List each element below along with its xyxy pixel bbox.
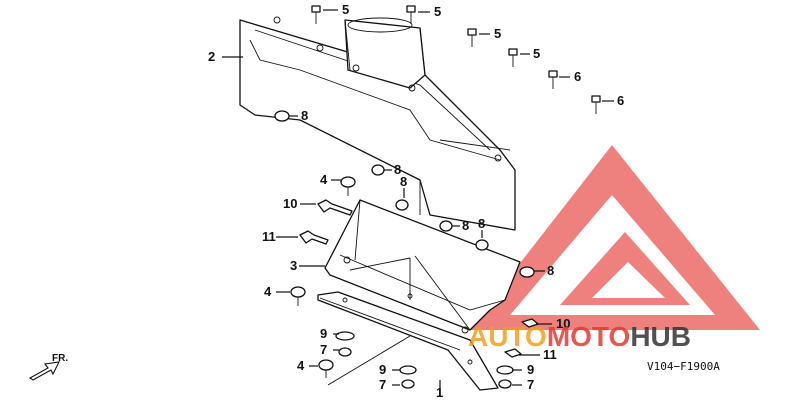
callout-4a: 4 (320, 172, 328, 187)
callout-8f: 8 (547, 263, 554, 278)
part-1-trim (317, 291, 499, 391)
callout-7b: 7 (379, 377, 386, 392)
callout-labels: 5 5 5 5 2 6 6 8 8 8 4 10 8 8 11 3 8 4 10… (208, 2, 624, 400)
callout-6b: 6 (617, 93, 624, 108)
callout-11a: 11 (262, 229, 276, 244)
leader-lines (222, 9, 614, 388)
callout-10b: 10 (556, 316, 570, 331)
callout-9c: 9 (527, 362, 534, 377)
brand-part-moto: MOTO (547, 321, 630, 352)
brand-part-hub: HUB (630, 321, 691, 352)
watermark-logo (468, 145, 760, 330)
callout-1: 1 (436, 385, 443, 400)
callout-11b: 11 (543, 347, 557, 362)
callout-9a: 9 (320, 326, 327, 341)
callout-4c: 4 (297, 358, 305, 373)
brand-part-auto: AUTO (468, 321, 547, 352)
callout-8d: 8 (462, 218, 469, 233)
callout-10a: 10 (283, 196, 297, 211)
clips-and-fasteners (274, 110, 539, 389)
callout-3: 3 (290, 258, 297, 273)
callout-5a: 5 (342, 2, 349, 17)
svg-text:AUTOMOTOHUB: AUTOMOTOHUB (468, 321, 691, 352)
part-3-plate (324, 199, 521, 334)
callout-6a: 6 (574, 69, 581, 84)
callout-7a: 7 (320, 342, 327, 357)
callout-5b: 5 (434, 4, 441, 19)
bolts (311, 5, 601, 114)
front-marker: FR. (28, 353, 68, 381)
callout-5c: 5 (494, 26, 501, 41)
callout-8c: 8 (400, 174, 407, 189)
callout-8b: 8 (394, 162, 401, 177)
callout-2: 2 (208, 49, 215, 64)
diagram-code: V104−F1900A (647, 360, 720, 373)
callout-8e: 8 (478, 216, 485, 231)
callout-9b: 9 (379, 362, 386, 377)
callout-8a: 8 (301, 108, 308, 123)
front-label: FR. (52, 353, 68, 364)
watermark-text: AUTOMOTOHUB (468, 321, 691, 352)
part-2-main-bracket (239, 16, 516, 231)
callout-4b: 4 (264, 284, 272, 299)
callout-7c: 7 (527, 377, 534, 392)
callout-5d: 5 (533, 46, 540, 61)
